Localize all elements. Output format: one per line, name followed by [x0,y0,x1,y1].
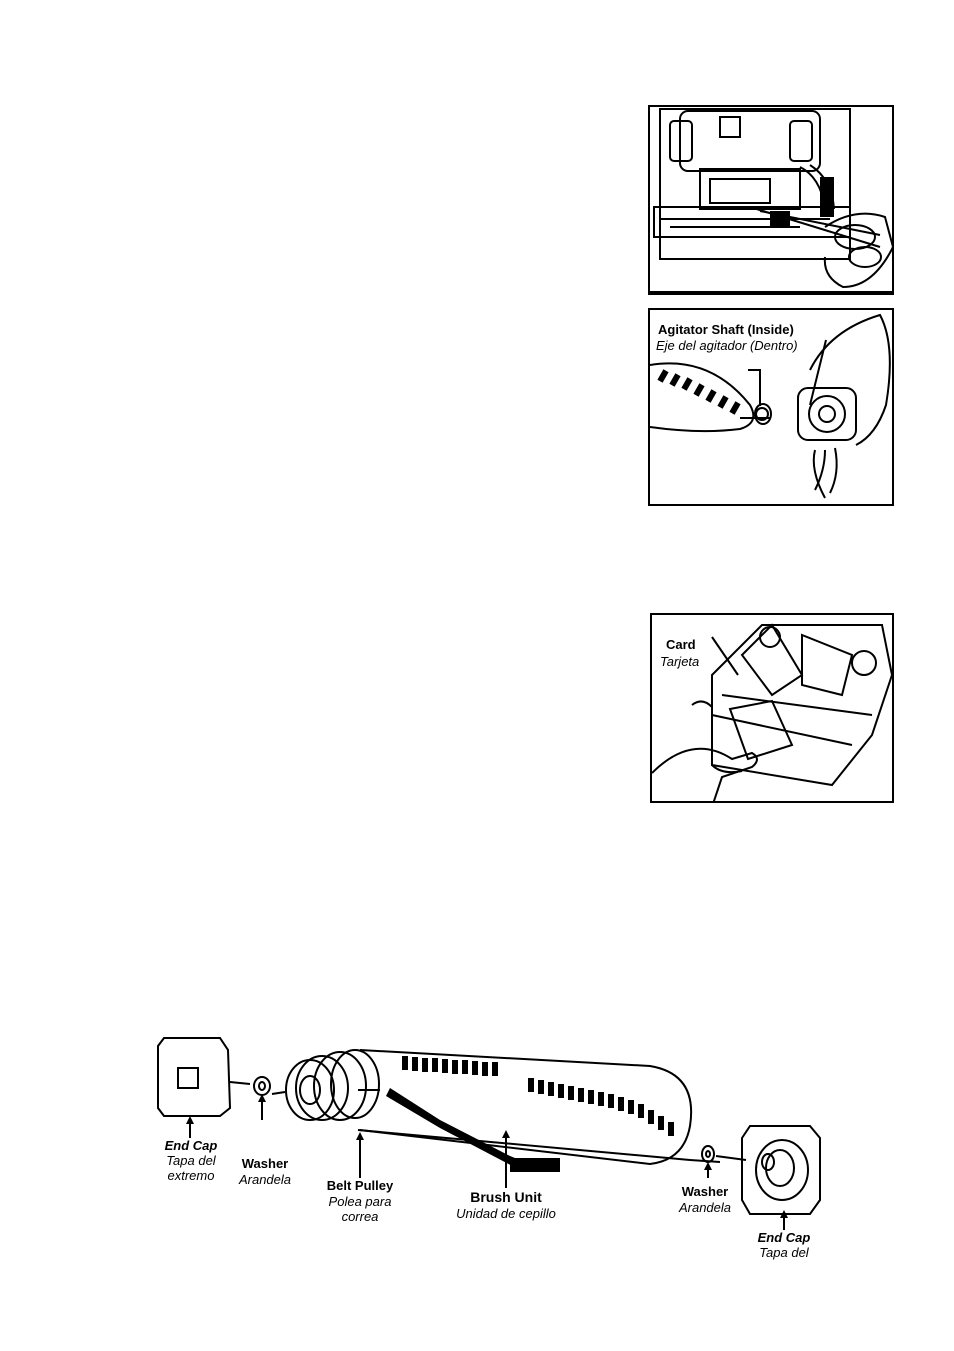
figure-card: Card Tarjeta [650,613,894,803]
brush-unit-label: Brush Unit [436,1190,576,1205]
belt-pulley-label-es-1: Polea para [312,1194,408,1209]
agitator-shaft-label-es: Eje del agitador (Dentro) [656,338,798,353]
washer-left-label-es: Arandela [230,1172,300,1187]
figure-agitator-shaft: Agitator Shaft (Inside) Eje del agitador… [648,308,894,506]
washer-left-label: Washer [230,1156,300,1171]
end-cap-left-label-es-2: extremo [156,1168,226,1183]
vacuum-scissors-illustration [650,107,894,295]
belt-pulley-label: Belt Pulley [312,1178,408,1193]
end-cap-right-label: End Cap [746,1230,822,1245]
brush-unit-label-es: Unidad de cepillo [436,1206,576,1221]
card-label: Card [666,637,696,652]
brush-parts-illustration [150,1030,830,1270]
end-cap-left-shape [158,1038,230,1116]
washer-right-shape [702,1146,714,1162]
card-label-es: Tarjeta [660,654,699,669]
agitator-shaft-label: Agitator Shaft (Inside) [658,322,794,337]
brush-parts-diagram: End Cap Tapa del extremo Washer Arandela… [150,1030,830,1270]
end-cap-left-label: End Cap [156,1138,226,1153]
washer-left-shape [254,1077,270,1095]
end-cap-left-label-es-1: Tapa del [156,1153,226,1168]
washer-right-label-es: Arandela [668,1200,742,1215]
end-cap-right-label-es: Tapa del [746,1245,822,1260]
figure-cut-threads [648,105,894,295]
belt-pulley-label-es-2: correa [312,1209,408,1224]
washer-right-label: Washer [668,1184,742,1199]
